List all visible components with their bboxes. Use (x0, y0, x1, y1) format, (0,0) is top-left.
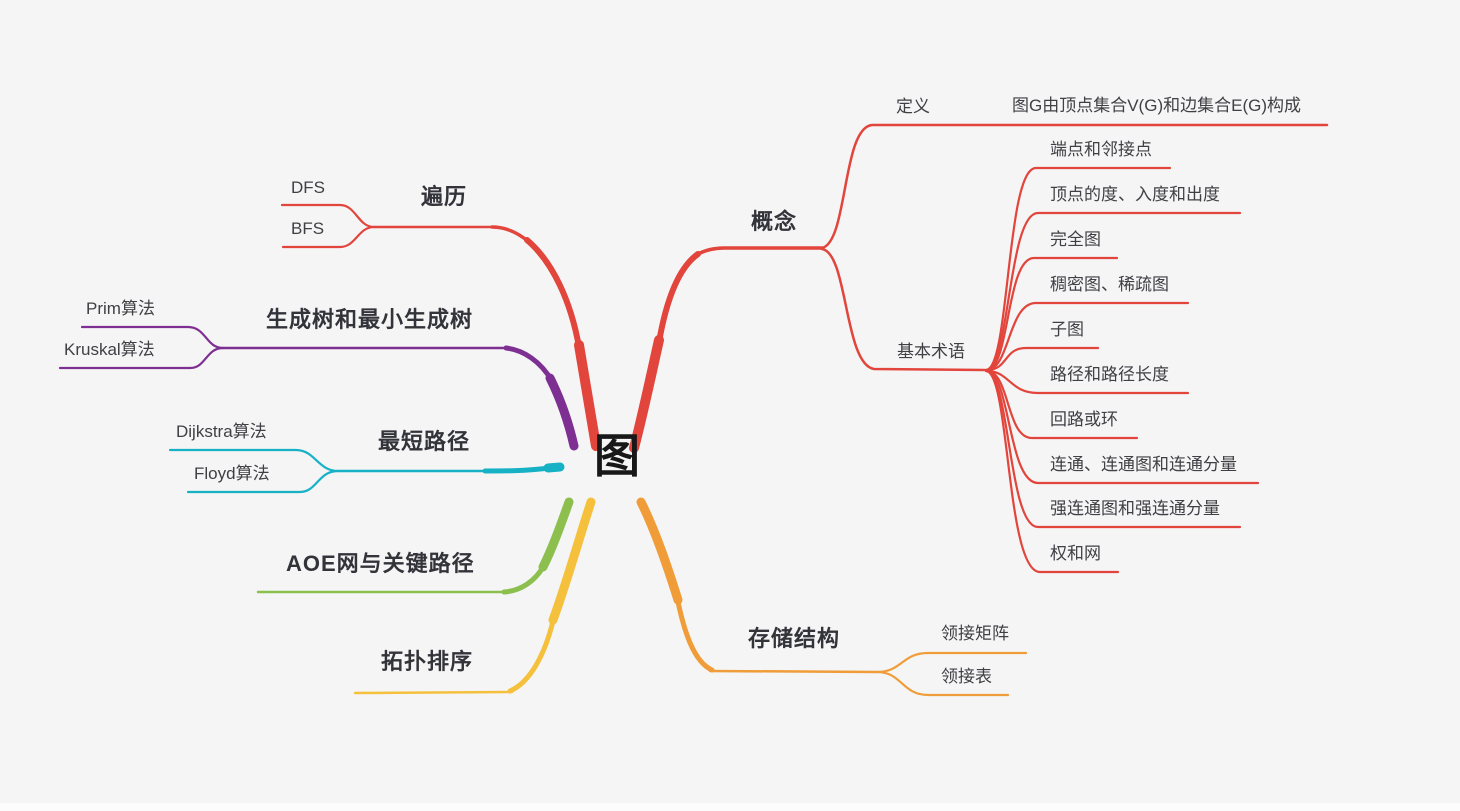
branch-shortest-lines (168, 448, 565, 494)
branch-topology-lines (353, 497, 596, 695)
node-concept[interactable]: 概念 (751, 209, 798, 234)
node-spanning-tree[interactable]: 生成树和最小生成树 (266, 307, 474, 332)
node-basic-term-2[interactable]: 顶点的度、入度和出度 (1050, 185, 1220, 204)
node-dijkstra[interactable]: Dijkstra算法 (176, 422, 267, 441)
node-basic-term-6[interactable]: 路径和路径长度 (1050, 365, 1169, 384)
node-basic-term-9[interactable]: 强连通图和强连通分量 (1050, 499, 1220, 518)
node-floyd[interactable]: Floyd算法 (194, 464, 270, 483)
node-adjacency-list[interactable]: 领接表 (941, 667, 992, 686)
node-adjacency-matrix[interactable]: 领接矩阵 (941, 624, 1009, 643)
node-bfs[interactable]: BFS (291, 219, 325, 238)
node-definition-content[interactable]: 图G由顶点集合V(G)和边集合E(G)构成 (1012, 96, 1301, 115)
branch-spanning-lines (58, 325, 579, 451)
node-traversal[interactable]: 遍历 (421, 184, 468, 209)
branch-traversal-lines (280, 203, 601, 451)
branch-concept-lines (629, 123, 1329, 574)
node-aoe[interactable]: AOE网与关键路径 (286, 551, 475, 576)
branch-aoe-lines (256, 497, 574, 595)
node-definition[interactable]: 定义 (896, 97, 930, 116)
node-dfs[interactable]: DFS (291, 178, 325, 197)
node-shortest-path[interactable]: 最短路径 (378, 429, 471, 454)
node-basic-term-3[interactable]: 完全图 (1050, 230, 1101, 249)
node-basic-terms[interactable]: 基本术语 (897, 342, 965, 361)
root-node[interactable]: 图 (594, 430, 640, 482)
node-basic-term-4[interactable]: 稠密图、稀疏图 (1050, 275, 1169, 294)
node-topology[interactable]: 拓扑排序 (381, 649, 474, 674)
node-kruskal[interactable]: Kruskal算法 (64, 340, 155, 359)
node-basic-term-5[interactable]: 子图 (1050, 320, 1084, 339)
node-basic-term-10[interactable]: 权和网 (1050, 544, 1101, 563)
branch-storage-lines (636, 497, 1028, 697)
node-basic-term-7[interactable]: 回路或环 (1050, 410, 1118, 429)
node-basic-term-1[interactable]: 端点和邻接点 (1050, 140, 1152, 159)
node-basic-term-8[interactable]: 连通、连通图和连通分量 (1050, 455, 1237, 474)
node-storage[interactable]: 存储结构 (748, 626, 841, 651)
node-prim[interactable]: Prim算法 (86, 299, 155, 318)
bottom-strip (0, 803, 1460, 811)
